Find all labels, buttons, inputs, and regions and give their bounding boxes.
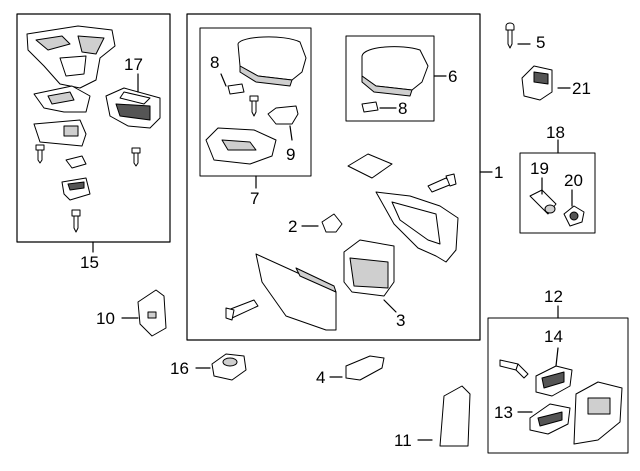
pin-8b-part[interactable]: [361, 101, 379, 113]
screw-front-part[interactable]: [225, 299, 259, 321]
screw-7-part[interactable]: [249, 95, 259, 117]
switch-21-part[interactable]: [521, 65, 553, 101]
switch-panel-part[interactable]: [33, 119, 87, 147]
screw-1-part[interactable]: [427, 173, 457, 193]
trim-panel-part[interactable]: [33, 85, 91, 113]
side-panel-part[interactable]: [375, 191, 459, 263]
mat-part[interactable]: [347, 153, 393, 179]
lid-base-7-part[interactable]: [205, 127, 277, 165]
callout-20: 20: [564, 171, 583, 190]
callout-5: 5: [536, 33, 546, 52]
callout-9: 9: [286, 145, 296, 164]
callout-12: 12: [544, 287, 563, 306]
switch-14-part[interactable]: [535, 365, 573, 397]
storage-bin-3-part[interactable]: [343, 239, 395, 297]
callout-18: 18: [546, 123, 565, 142]
lighter-19-part[interactable]: [529, 189, 557, 215]
switch-13-part[interactable]: [529, 403, 571, 435]
screw-15b-part[interactable]: [131, 147, 141, 167]
module-16-part[interactable]: [211, 353, 247, 381]
screw-15a-part[interactable]: [35, 144, 45, 164]
trim-11-part[interactable]: [439, 385, 471, 447]
front-panel-part[interactable]: [255, 253, 337, 331]
screw-12-part[interactable]: [499, 359, 529, 379]
bracket-17-part[interactable]: [105, 87, 161, 129]
callout-15: 15: [80, 253, 99, 272]
group-box-1: [186, 13, 481, 341]
callout-16: 16: [170, 359, 189, 378]
hinge-7-part[interactable]: [267, 105, 299, 125]
callout-21: 21: [572, 79, 591, 98]
pin-8a-part[interactable]: [227, 83, 245, 95]
screw-5-part[interactable]: [505, 22, 515, 49]
armrest-lid-6-part[interactable]: [361, 46, 429, 97]
socket-15-part[interactable]: [61, 177, 91, 201]
callout-19: 19: [530, 159, 549, 178]
leader-lines: [92, 43, 573, 441]
callout-7: 7: [250, 189, 260, 208]
callout-8a: 8: [210, 53, 220, 72]
socket-20-part[interactable]: [563, 205, 585, 227]
callout-8b: 8: [398, 99, 408, 118]
callout-17: 17: [124, 55, 143, 74]
shifter-bezel-part[interactable]: [26, 25, 116, 89]
clip-2-part[interactable]: [321, 213, 343, 233]
callout-6: 6: [448, 67, 458, 86]
callout-14: 14: [544, 327, 563, 346]
clip-4-part[interactable]: [345, 355, 385, 381]
group-box-6: [345, 35, 435, 122]
callout-11: 11: [394, 431, 412, 450]
callout-2: 2: [288, 217, 298, 236]
screw-15c-part[interactable]: [71, 209, 81, 233]
clip-15-part[interactable]: [65, 155, 87, 169]
callout-10: 10: [96, 309, 115, 328]
bracket-10-part[interactable]: [137, 289, 167, 337]
callout-4: 4: [316, 368, 326, 387]
callout-3: 3: [396, 311, 406, 330]
armrest-lid-7-part[interactable]: [237, 36, 307, 87]
callout-1: 1: [494, 163, 504, 182]
vent-panel-part[interactable]: [573, 381, 623, 445]
callout-13: 13: [494, 403, 513, 422]
